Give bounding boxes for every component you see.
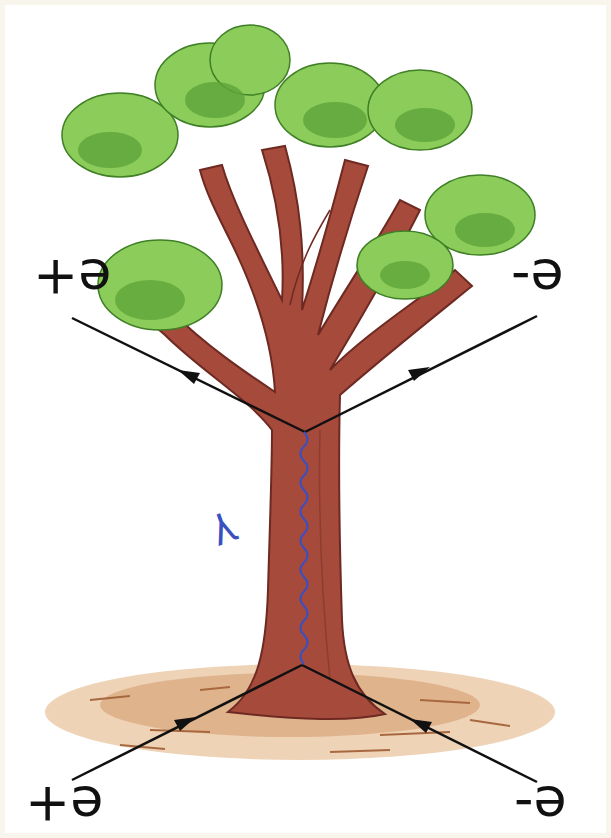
- trunk: [150, 146, 472, 719]
- particle-label: e+: [25, 778, 103, 832]
- particle-label: e-: [511, 251, 564, 305]
- arrowheads: [174, 367, 432, 733]
- fermion-lines: [72, 316, 537, 782]
- photon-line: [301, 432, 308, 664]
- particle-label: e+: [33, 251, 111, 305]
- canopy: [62, 25, 535, 330]
- page-panel: [5, 5, 606, 833]
- particle-label: e-: [514, 778, 567, 832]
